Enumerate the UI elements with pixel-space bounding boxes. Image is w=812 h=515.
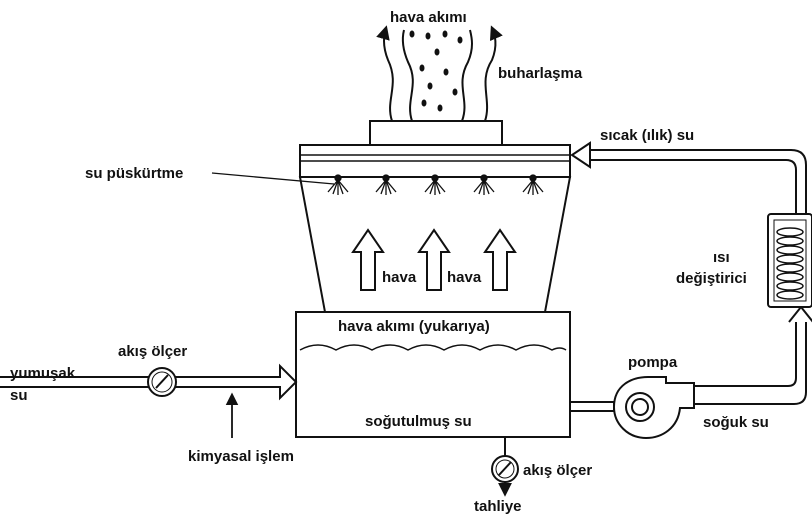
label-akis-olcer-bottom: akış ölçer — [523, 462, 592, 479]
label-akis-olcer-left: akış ölçer — [118, 343, 187, 360]
flow-meter-inlet — [147, 367, 177, 397]
label-hava-akimi-top: hava akımı — [390, 9, 467, 26]
label-pompa: pompa — [628, 354, 678, 371]
label-soguk-su: soğuk su — [703, 414, 769, 431]
spray-leader-line — [211, 172, 335, 185]
heat-exchanger — [767, 213, 812, 308]
cold-water-outlet-pipe — [569, 401, 615, 412]
label-su-puskurtme: su püskürtme — [85, 165, 183, 182]
label-hava-1: hava — [382, 269, 417, 286]
label-isi: ısı — [713, 249, 730, 266]
label-buharlasma: buharlaşma — [498, 65, 583, 82]
label-hava-akimi-yukari: hava akımı (yukarıya) — [338, 318, 490, 335]
label-hava-2: hava — [447, 269, 482, 286]
label-tahliye: tahliye — [474, 498, 522, 515]
label-sogutulmus-su: soğutulmuş su — [365, 413, 472, 430]
label-su: su — [10, 387, 28, 404]
warm-water-line-to-tower — [590, 159, 797, 214]
water-surface — [299, 344, 567, 351]
spray-nozzles — [327, 174, 544, 195]
cold-water-basin — [295, 311, 571, 438]
flow-meter-drain — [491, 455, 519, 483]
exhaust-stack — [369, 120, 503, 146]
label-yumusak: yumuşak — [10, 365, 76, 382]
vapor-plume — [376, 25, 503, 122]
label-sicak-su: sıcak (ılık) su — [600, 127, 694, 144]
label-kimyasal-islem: kimyasal işlem — [188, 448, 294, 465]
air-up-arrows — [351, 228, 517, 291]
label-degistirici: değiştirici — [676, 270, 747, 287]
cold-water-line-to-exchanger — [694, 320, 797, 387]
evaporation-droplets — [409, 30, 463, 112]
pump — [612, 376, 695, 440]
